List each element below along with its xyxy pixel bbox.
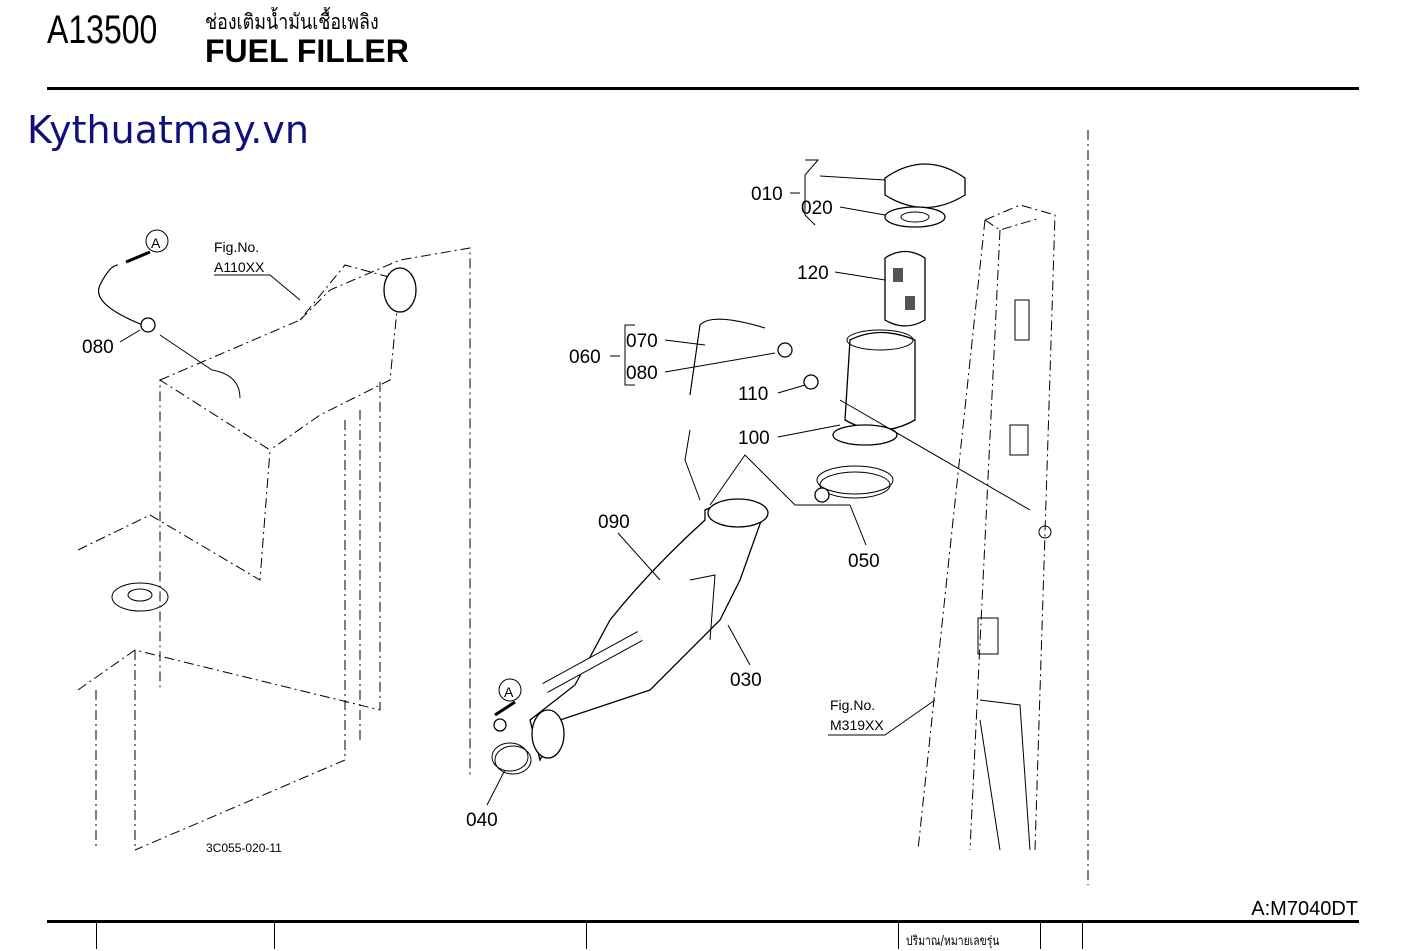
- model-code: A:M7040DT: [1251, 898, 1358, 920]
- table-column-divider: [1082, 923, 1083, 949]
- connector-marker-a-top: A: [145, 229, 169, 253]
- frame-post-drawing: [917, 130, 1089, 885]
- section-title-thai: ช่องเติมน้ำมันเชื้อเพลิง: [205, 10, 379, 34]
- callout-040[interactable]: 040: [466, 810, 498, 831]
- section-code: A13500: [47, 8, 158, 52]
- svg-text:A: A: [504, 684, 514, 700]
- callout-060[interactable]: 060: [569, 347, 601, 368]
- table-top-rule: [47, 920, 1359, 923]
- callout-110[interactable]: 110: [738, 384, 768, 405]
- drawing-id: 3C055-020-11: [206, 841, 282, 855]
- fuel-tank-drawing: [77, 247, 471, 851]
- watermark: Kythuatmay.vn: [27, 108, 309, 152]
- table-column-divider: [96, 923, 97, 949]
- fig-ref-label-1: Fig.No.: [214, 239, 259, 255]
- callout-120[interactable]: 120: [797, 263, 829, 284]
- callout-050[interactable]: 050: [848, 551, 880, 572]
- callout-100[interactable]: 100: [738, 428, 770, 449]
- connector-marker-a-bottom: A: [498, 678, 522, 702]
- section-title: FUEL FILLER: [205, 33, 409, 69]
- header-divider: [47, 87, 1359, 90]
- table-column-divider: [1040, 923, 1041, 949]
- qty-column-header: ปริมาณ/หมายเลขรุ่น: [906, 934, 1000, 949]
- fig-ref-label-2: Fig.No.: [830, 697, 875, 713]
- callout-070[interactable]: 070: [626, 331, 658, 352]
- callout-080-left[interactable]: 080: [82, 337, 114, 358]
- callout-010[interactable]: 010: [751, 184, 783, 205]
- callout-090[interactable]: 090: [598, 512, 630, 533]
- fig-ref-m319xx[interactable]: M319XX: [830, 717, 884, 733]
- callout-030[interactable]: 030: [730, 670, 762, 691]
- callout-080[interactable]: 080: [626, 363, 658, 384]
- svg-text:A: A: [151, 235, 161, 251]
- table-column-divider: [274, 923, 275, 949]
- leader-lines: [119, 159, 1031, 806]
- table-column-divider: [898, 923, 899, 949]
- callout-020[interactable]: 020: [801, 198, 833, 219]
- filler-parts-drawing: [98, 163, 966, 775]
- table-column-divider: [586, 923, 587, 949]
- fig-ref-a110xx[interactable]: A110XX: [214, 259, 265, 275]
